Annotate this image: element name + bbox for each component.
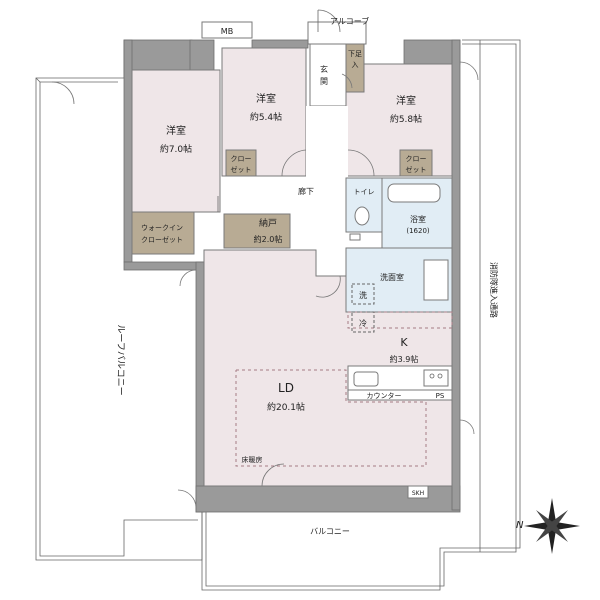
- entrance-label-1: 玄: [320, 64, 328, 74]
- room-c-name: 洋室: [396, 94, 416, 107]
- north-label: N: [516, 520, 524, 531]
- washroom-label: 洗面室: [380, 272, 404, 282]
- counter-label: カウンター: [367, 391, 402, 400]
- room-c-size: 約5.8帖: [390, 113, 422, 125]
- mb-label: MB: [221, 27, 233, 36]
- room-a-name: 洋室: [166, 124, 186, 137]
- alcove-label: アルコーブ: [330, 16, 369, 26]
- alcove: アルコーブ: [307, 9, 369, 45]
- ld-label: LD: [278, 381, 294, 395]
- bathroom: 浴室 (1620): [381, 177, 453, 249]
- walkin-closet: ウォークイン クローゼット: [131, 211, 195, 255]
- hallway: 廊下: [298, 106, 348, 274]
- room-a-size: 約7.0帖: [160, 143, 192, 155]
- toilet-label: トイレ: [354, 188, 375, 196]
- closet-b-line2: ゼット: [231, 165, 252, 174]
- room-b-size: 約5.4帖: [250, 111, 282, 123]
- hallway-label: 廊下: [298, 186, 314, 196]
- storage-label: 納戸: [259, 217, 277, 229]
- floor-heating-label: 床暖房: [242, 455, 263, 464]
- bath-label: 浴室: [410, 214, 426, 224]
- shoe-box-label-2: 入: [352, 61, 359, 69]
- entrance: 下足 入 玄 関: [309, 43, 365, 107]
- storage-room: 納戸 約2.0帖: [223, 213, 291, 249]
- kitchen-label: K: [400, 336, 408, 349]
- skh-label: SKH: [412, 490, 424, 497]
- closet-b-line1: クロー: [231, 155, 252, 163]
- exterior-walls: [123, 39, 461, 513]
- doors: [51, 61, 479, 509]
- closet-c-line2: ゼット: [406, 165, 427, 174]
- room-b-name: 洋室: [256, 92, 276, 105]
- ld-size: 約20.1帖: [267, 401, 305, 413]
- meter-box: MB: [201, 21, 253, 39]
- closet-c-line1: クロー: [406, 155, 427, 163]
- room-western-7: 洋室 約7.0帖: [131, 69, 221, 213]
- kitchen-size: 約3.9帖: [390, 354, 419, 364]
- room-western-5-4: 洋室 約5.4帖 クロー ゼット: [221, 47, 307, 177]
- skh: SKH: [407, 485, 429, 499]
- ps-label: PS: [436, 392, 445, 400]
- walkin-label-1: ウォークイン: [141, 224, 183, 232]
- washroom: 洗面室 洗: [345, 247, 453, 313]
- walkin-label-2: クローゼット: [141, 235, 183, 244]
- entrance-label-2: 関: [320, 77, 328, 86]
- compass-icon: N: [516, 498, 580, 554]
- washer-label: 洗: [359, 290, 367, 300]
- bath-size: (1620): [406, 227, 430, 235]
- roof-balcony-label: ルーフバルコニー: [115, 324, 126, 395]
- balcony-outline: [201, 39, 521, 591]
- fire-route-label: 消防隊進入通路: [489, 262, 499, 318]
- room-western-5-8: 洋室 約5.8帖 クロー ゼット: [345, 63, 453, 177]
- living-dining-kitchen: 冷 K 約3.9帖 カウンター PS LD 約20.1帖 床暖房: [203, 249, 453, 487]
- toilet: トイレ: [345, 177, 383, 241]
- shoe-box-label-1: 下足: [348, 50, 362, 58]
- balcony-label: バルコニー: [310, 527, 350, 536]
- storage-size: 約2.0帖: [254, 234, 283, 244]
- fridge-label: 冷: [359, 318, 367, 328]
